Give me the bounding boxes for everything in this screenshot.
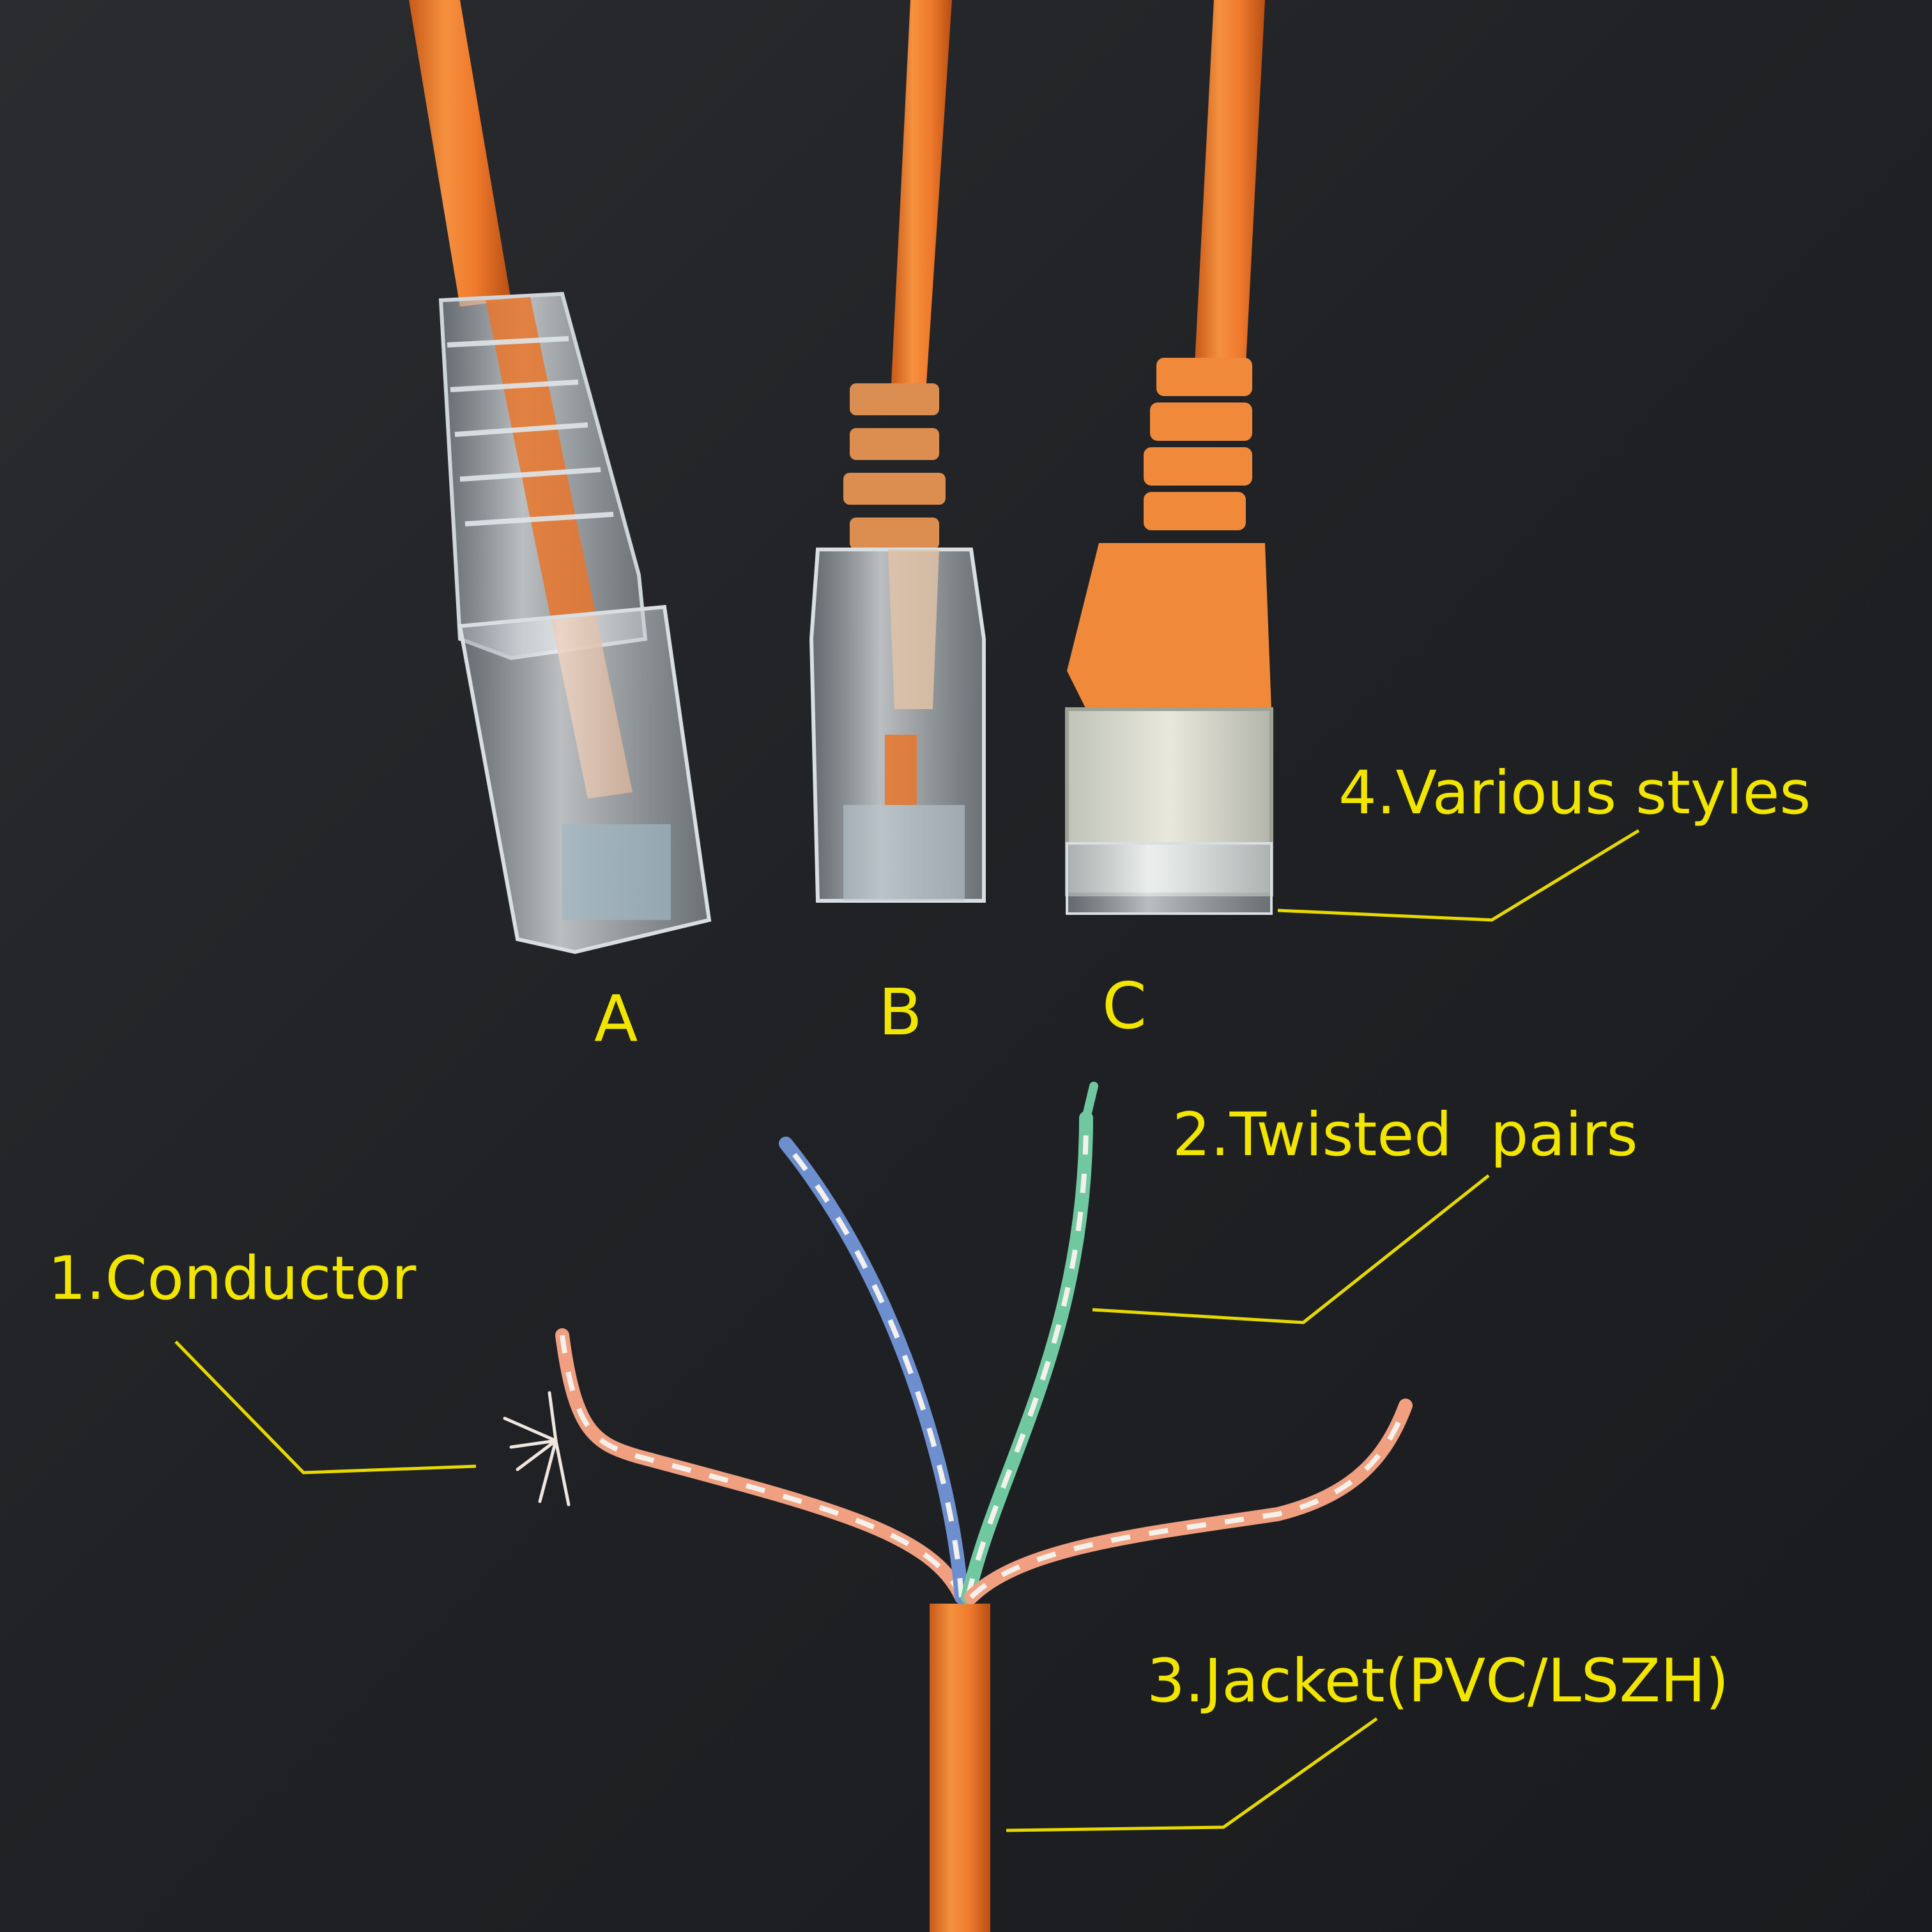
callout-lines	[174, 829, 1640, 1832]
cable-b	[891, 0, 952, 383]
strain-relief-b	[843, 383, 946, 549]
contacts-a	[562, 824, 671, 920]
jacket	[930, 1604, 990, 1932]
leader-jacket	[1006, 1717, 1378, 1832]
callout-various-styles: 4.Various styles	[1338, 758, 1811, 828]
contacts-c	[1066, 842, 1273, 915]
bare-conductor-strands	[503, 1391, 571, 1506]
connector-c-label: C	[1102, 969, 1147, 1043]
pair-green	[961, 1111, 1093, 1604]
leader-various-styles	[1277, 829, 1640, 922]
cable-a	[409, 0, 511, 307]
stripped-cable	[503, 1082, 1413, 1932]
callout-twisted-pairs: 2.Twisted pairs	[1172, 1100, 1638, 1170]
callout-conductor: 1.Conductor	[48, 1244, 417, 1314]
connector-b-label: B	[878, 975, 923, 1050]
connector-a	[409, 0, 712, 954]
boot-c	[1067, 358, 1271, 709]
connector-a-label: A	[594, 981, 638, 1056]
connector-b	[809, 0, 986, 903]
cable-c	[1195, 0, 1265, 364]
leader-conductor	[174, 1340, 477, 1475]
connector-c	[1065, 0, 1273, 915]
contacts-b	[843, 805, 965, 901]
callout-jacket: 3.Jacket(PVC/LSZH)	[1147, 1646, 1729, 1716]
leader-twisted-pairs	[1092, 1174, 1490, 1324]
